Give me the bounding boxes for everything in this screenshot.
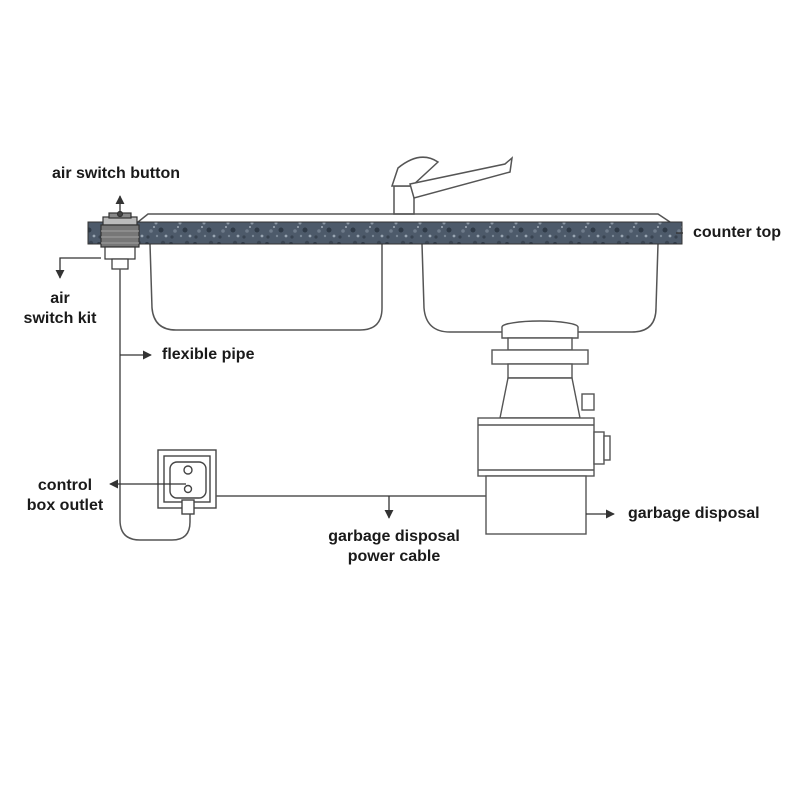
label-power-cable-line1: garbage disposal — [328, 528, 460, 545]
counter-top — [87, 221, 683, 245]
flexible-pipe — [119, 269, 191, 541]
arrow-air-switch-kit — [55, 257, 101, 279]
label-air-switch-kit-line1: air — [50, 290, 70, 307]
sink-rim — [137, 213, 671, 223]
callout-arrows — [55, 195, 683, 519]
garbage-disposal-unit — [477, 320, 611, 535]
label-air-switch-kit-line2: switch kit — [23, 310, 97, 327]
air-switch-button — [102, 210, 138, 226]
label-power-cable-line2: power cable — [347, 548, 441, 565]
control-box-outlet — [157, 449, 217, 515]
air-switch-kit — [100, 224, 140, 270]
label-control-box-outlet-line1: control — [37, 477, 93, 494]
label-garbage-disposal: garbage disposal — [628, 505, 760, 522]
label-air-switch-button: air switch button — [52, 165, 180, 182]
faucet — [390, 156, 514, 215]
label-counter-top: counter top — [693, 224, 781, 241]
label-flexible-pipe: flexible pipe — [162, 346, 255, 363]
label-control-box-outlet-line2: box outlet — [26, 497, 104, 514]
sink-bowls — [149, 243, 659, 333]
